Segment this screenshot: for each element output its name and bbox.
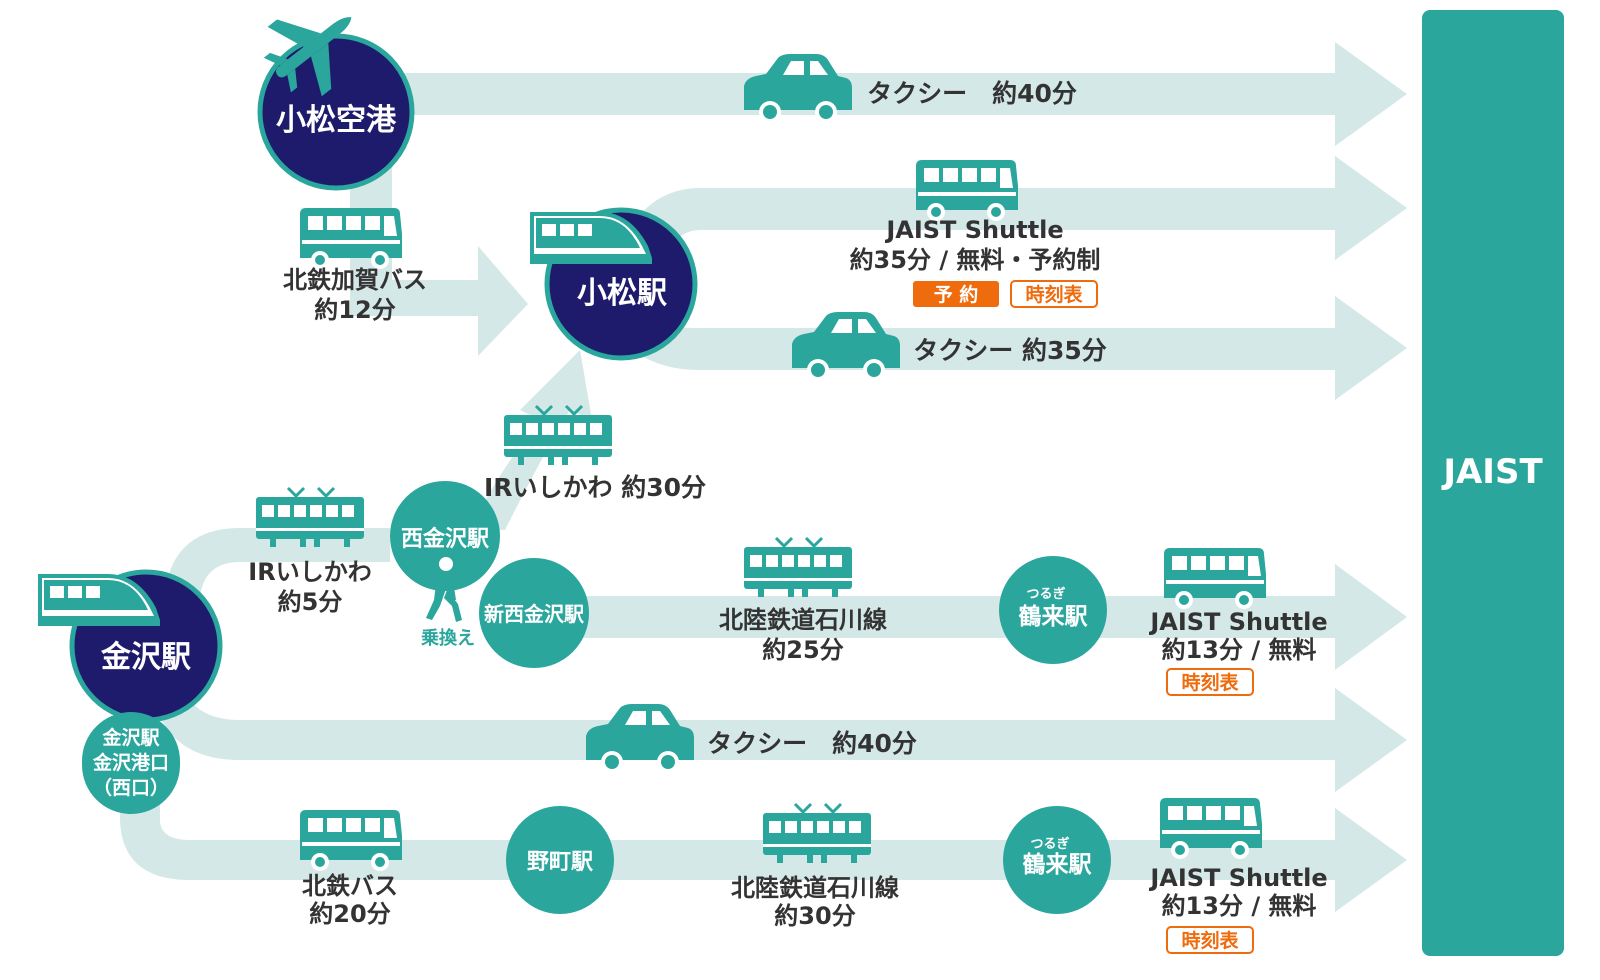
timetable-button-tsurugi-2[interactable]: 時刻表 — [1166, 926, 1254, 954]
timetable-button-komatsu[interactable]: 時刻表 — [1010, 280, 1098, 308]
timetable-button-label: 時刻表 — [1025, 283, 1083, 306]
route-komatsu-shuttle-name: JAIST Shuttle — [884, 216, 1063, 244]
route-shuttle-13a-name: JAIST Shuttle — [1148, 608, 1327, 636]
route-airport-taxi: タクシー 約40分 — [867, 79, 1077, 108]
route-ishikawa-line-30-name: 北陸鉄道石川線 — [731, 874, 899, 902]
kanazawa-station-label: 金沢駅 — [100, 640, 191, 675]
tsurugi-2-ruby: つるぎ — [1030, 836, 1069, 852]
taxi-icon — [792, 312, 900, 381]
airplane-icon — [263, 17, 352, 97]
route-ishikawa-line-25-name: 北陸鉄道石川線 — [719, 606, 887, 634]
route-ishikawa-line-25-time: 約25分 — [762, 636, 843, 664]
station-nishi-kanazawa[interactable]: 西金沢駅 — [390, 481, 500, 591]
jaist-destination[interactable]: JAIST — [1422, 10, 1564, 956]
route-ir-ishikawa-5-name: IRいしかわ — [248, 558, 371, 586]
route-ir-ishikawa-5-time: 約5分 — [278, 588, 343, 616]
route-kanazawa-taxi: タクシー 約40分 — [707, 729, 917, 758]
walking-person-icon — [426, 557, 462, 622]
nishi-kanazawa-label: 西金沢駅 — [401, 526, 489, 552]
route-hokutetsu-kaga-bus-time: 約12分 — [314, 296, 395, 324]
route-bands — [120, 42, 1407, 912]
komatsu-station-label: 小松駅 — [577, 276, 667, 311]
shin-nishi-kanazawa-label: 新西金沢駅 — [484, 602, 584, 626]
taxi-icon — [586, 704, 694, 773]
station-tsurugi-1[interactable]: つるぎ 鶴来駅 — [999, 556, 1107, 664]
nomachi-label: 野町駅 — [527, 850, 593, 875]
jaist-label: JAIST — [1441, 452, 1543, 492]
timetable-button-label: 時刻表 — [1181, 929, 1239, 952]
timetable-button-label: 時刻表 — [1181, 671, 1239, 694]
station-nomachi[interactable]: 野町駅 — [506, 806, 614, 914]
reserve-button-label: 予 約 — [934, 283, 979, 306]
route-hokutetsu-kaga-bus-name: 北鉄加賀バス — [283, 266, 427, 294]
route-komatsu-shuttle-time: 約35分 / 無料・予約制 — [850, 246, 1101, 274]
tsurugi-2-label: 鶴来駅 — [1023, 851, 1092, 878]
station-kanazawa-west-exit[interactable]: 金沢駅 金沢港口 （西口） — [82, 712, 180, 814]
route-hokutetsu-bus-name: 北鉄バス — [302, 872, 398, 900]
tsurugi-1-label: 鶴来駅 — [1019, 603, 1088, 630]
komatsu-airport-label: 小松空港 — [276, 103, 397, 138]
west-exit-line-3: （西口） — [93, 776, 169, 799]
train-icon — [761, 802, 873, 865]
transfer-label: 乗換え — [421, 627, 475, 649]
train-icon — [742, 536, 854, 599]
timetable-button-tsurugi-1[interactable]: 時刻表 — [1166, 668, 1254, 696]
route-komatsu-taxi: タクシー 約35分 — [913, 336, 1107, 365]
station-shin-nishi-kanazawa[interactable]: 新西金沢駅 — [479, 558, 589, 668]
station-tsurugi-2[interactable]: つるぎ 鶴来駅 — [1003, 806, 1111, 914]
route-shuttle-13b-time: 約13分 / 無料 — [1162, 892, 1317, 920]
west-exit-line-2: 金沢港口 — [92, 751, 169, 774]
route-shuttle-13a-time: 約13分 / 無料 — [1162, 636, 1317, 664]
route-ishikawa-line-30-time: 約30分 — [774, 902, 855, 930]
west-exit-line-1: 金沢駅 — [101, 726, 160, 749]
route-shuttle-13b-name: JAIST Shuttle — [1148, 864, 1327, 892]
reserve-button[interactable]: 予 約 — [913, 281, 999, 307]
route-hokutetsu-bus-time: 約20分 — [309, 900, 390, 928]
tsurugi-1-ruby: つるぎ — [1026, 586, 1065, 602]
route-ir-ishikawa-30: IRいしかわ 約30分 — [484, 473, 706, 502]
train-icon — [254, 486, 366, 549]
